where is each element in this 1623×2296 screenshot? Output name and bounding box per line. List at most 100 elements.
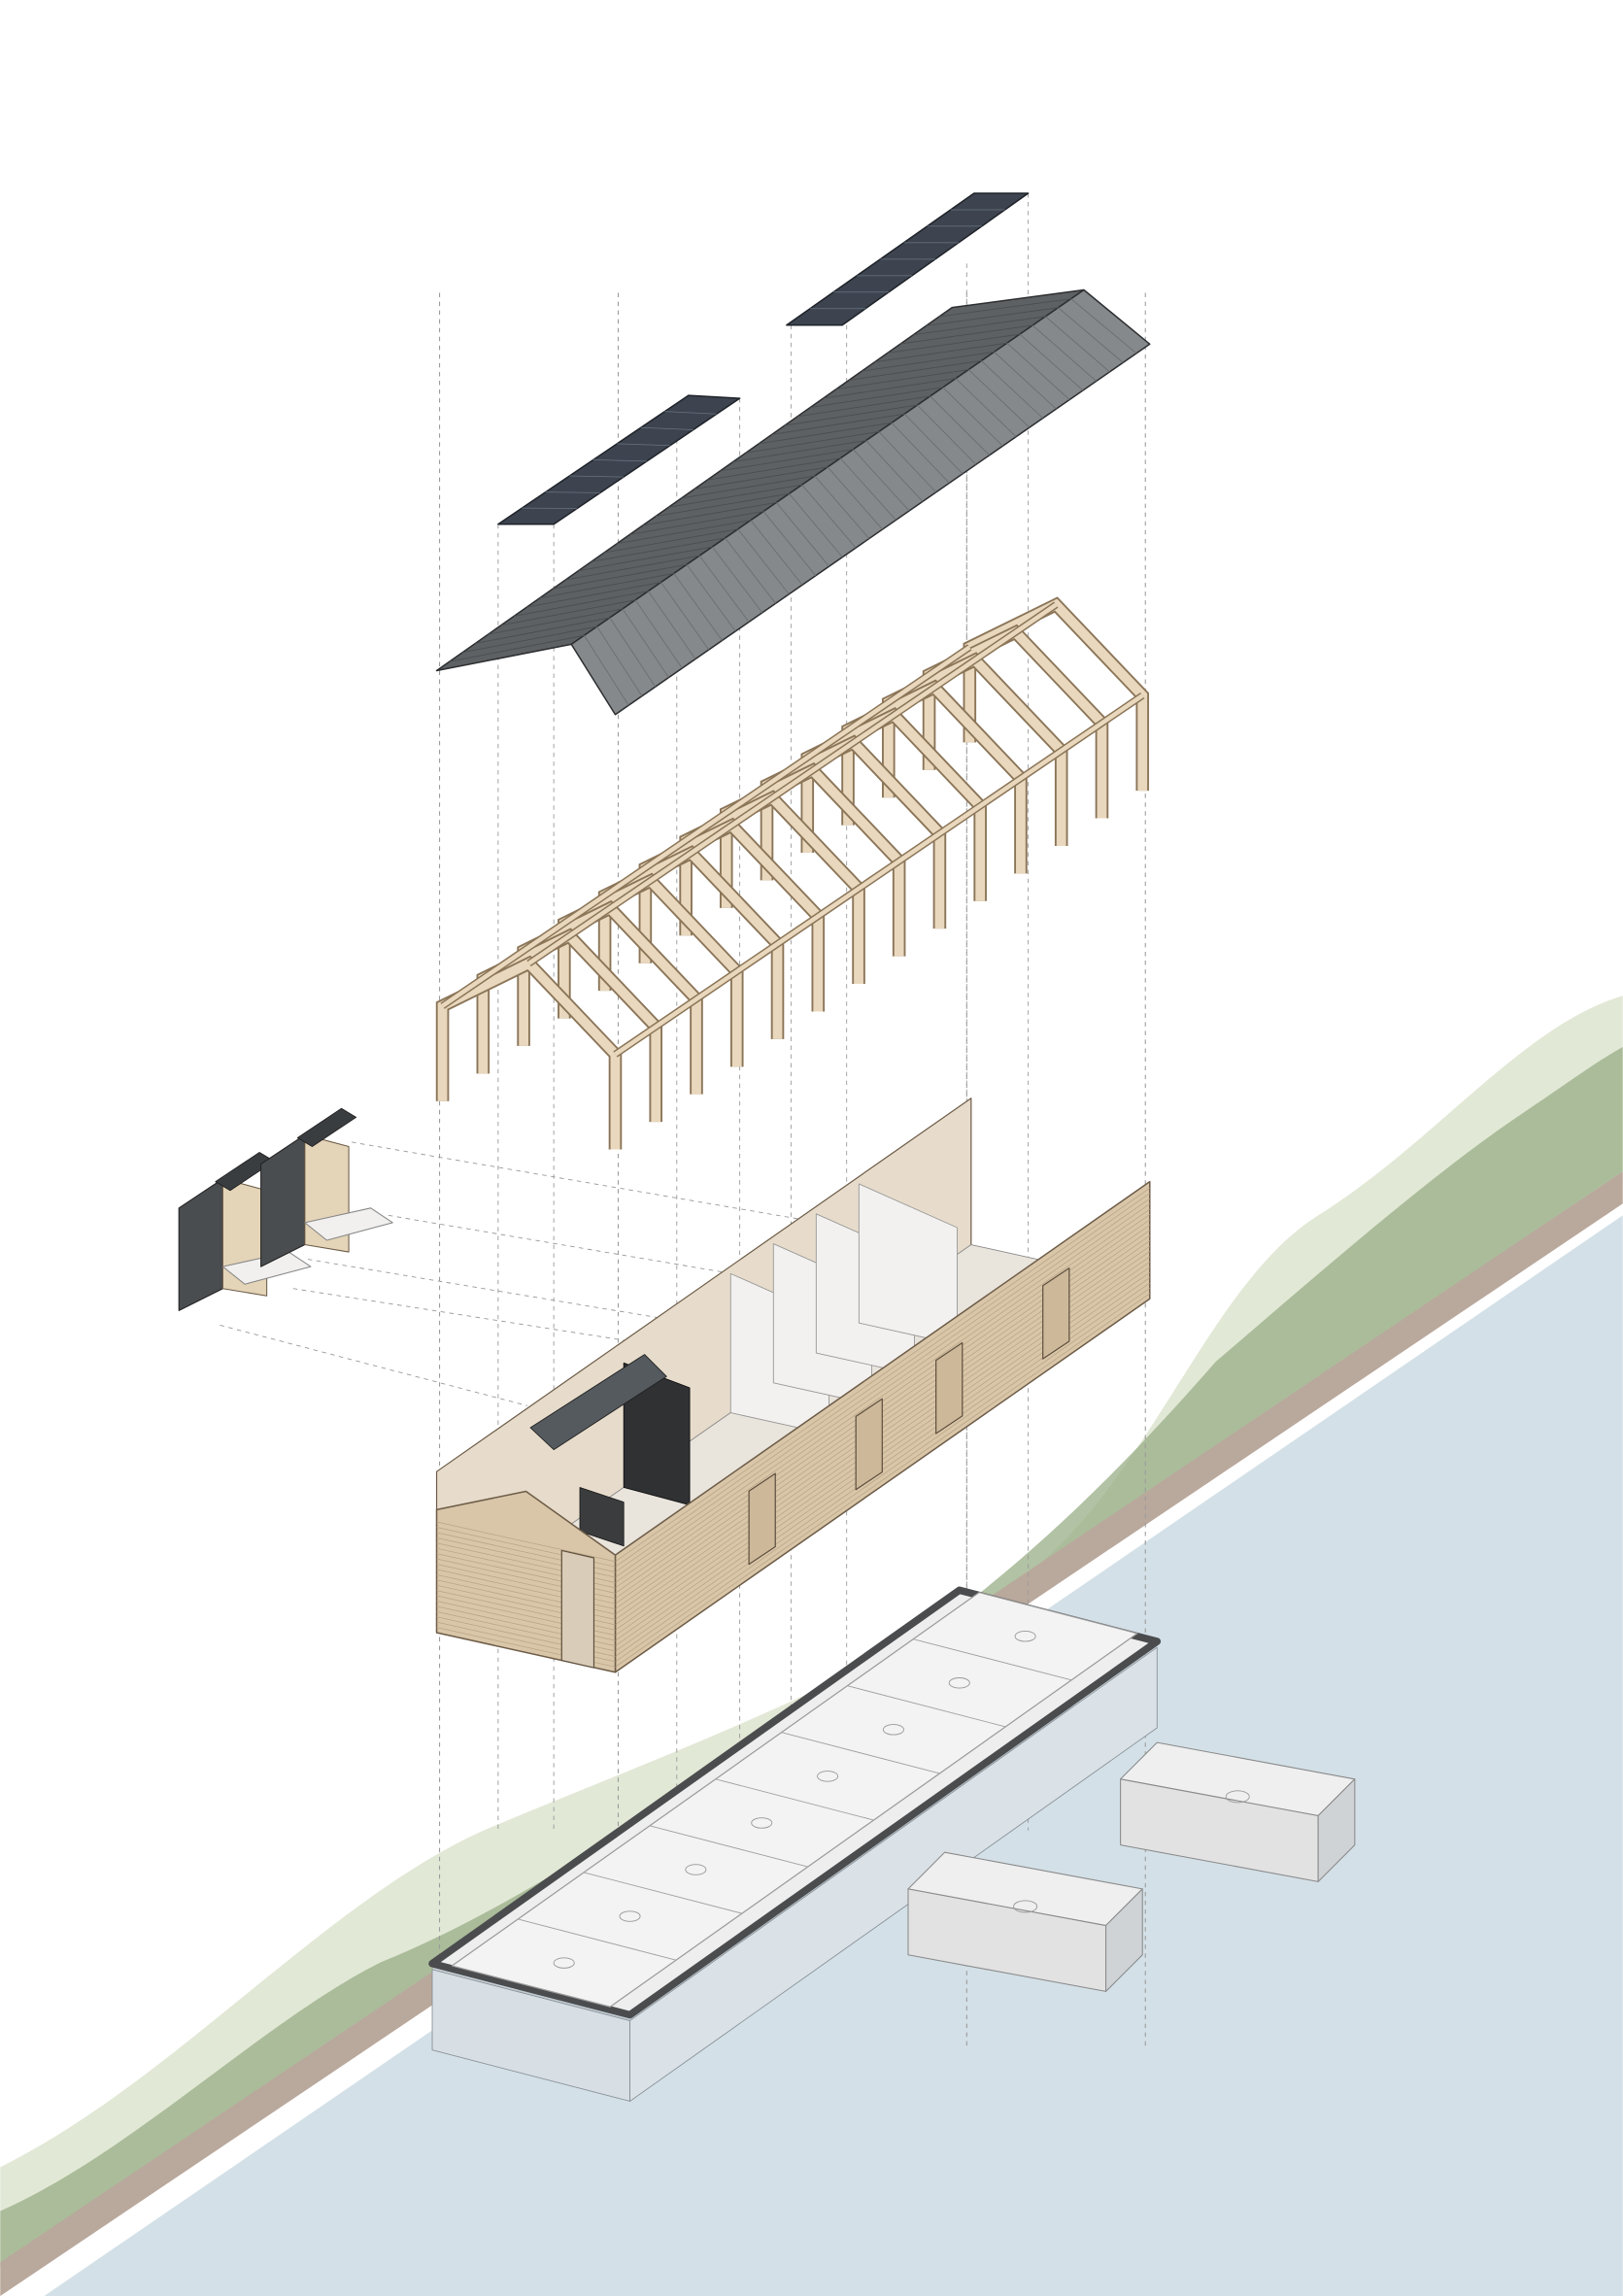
float-hatch [1014,1630,1036,1642]
roof-seam [514,591,649,617]
cladding-line [615,1198,1150,1572]
roof-seam [994,352,1057,410]
roof-seam [603,528,738,554]
attached-pod [529,1354,667,1451]
kitchen-counter [579,1487,625,1547]
roof-seam [903,413,964,475]
roof-seam [617,520,752,545]
roof-seam [887,333,1021,354]
roof-seam [865,440,924,502]
roof-seam [591,537,726,562]
roof-seam [823,378,957,399]
cladding-line [436,1521,616,1563]
window-opening [935,1341,964,1435]
roof-seam [609,617,657,688]
roof-seam [827,466,883,530]
roof-seam [656,492,790,518]
deck-panel-seam [583,1872,742,1914]
solar-cell-line [545,491,601,493]
roof-seam [1031,324,1098,382]
hedge-vegetation [0,1046,1623,2267]
roof-seam [745,431,879,454]
pod-bed [304,1207,393,1241]
deck-panel-seam [913,1638,1072,1681]
float-hatch [817,1771,839,1782]
roof-seam [488,608,624,635]
roof-seam [565,555,700,581]
cladding-line [615,1193,1150,1568]
roof-seam [500,599,636,626]
roof-seam [642,501,777,526]
pod-roof [296,1107,357,1147]
roof-seam [634,599,683,669]
cladding-line [615,1203,1150,1578]
float-hatch [1225,1790,1250,1804]
roof-seam [874,342,1007,363]
roof-seam [1019,333,1084,391]
roof-seam [681,475,815,499]
roof-seam [732,440,866,462]
roof-seam [622,608,669,678]
roof-seam [849,360,982,381]
roof-seam [917,404,977,465]
roof-seam [810,387,943,408]
pod-guide-line [388,1214,821,1290]
roof-seam [584,635,629,706]
deck-panel-seam [847,1685,1006,1728]
roof-seam [698,555,750,623]
float-hatch [685,1864,707,1875]
solar-cell-line [617,443,670,447]
roof-seam [737,528,790,595]
roof-front-plane [570,288,1151,716]
cladding-line [615,1293,1150,1668]
float-hatch [553,1957,575,1969]
deck-panel-seam [715,1778,874,1821]
roof-seam [629,511,764,535]
roof-seam [796,395,930,418]
roof-seam [648,591,696,659]
roof-seam [552,563,688,590]
roof-seam [814,475,870,539]
roof-seam [913,316,1046,336]
roof-seam [930,395,990,456]
roof-seam [801,484,857,549]
roof-seam [900,324,1033,345]
roof-seam [526,582,661,608]
purlin [441,645,971,1008]
pontoon-base [428,1586,1356,2102]
roof-seam [759,422,893,445]
roof-seam [660,582,710,651]
roof-seam [673,573,723,641]
roof-seam [878,431,936,493]
solar-panels [497,192,1030,525]
deck-panel-seam [518,1918,677,1961]
roof-seam [926,307,1059,326]
entrance-door [560,1549,595,1669]
roof-seam [686,564,736,632]
roof [435,288,1151,716]
roof-seam [711,546,763,614]
window-opening [1042,1267,1070,1360]
roof-seam [853,449,910,512]
roof-seam [862,351,995,372]
roof-seam [707,457,841,481]
roof-seam [720,449,854,472]
float-hatch [619,1910,641,1922]
float-hatch [882,1724,904,1736]
roof-seam [771,413,905,435]
cladding-line [615,1288,1150,1663]
pod-guide-line [352,1141,821,1224]
roof-seam [725,537,776,604]
roof-seam [1006,342,1070,400]
purlin [527,602,1058,965]
solar-cell-line [569,475,624,478]
pontoon-hull-side [629,1646,1158,2102]
roof-seam [955,378,1017,437]
roof-seam [938,298,1071,318]
roof-seam [668,484,802,508]
float-module-side [1317,1778,1356,1882]
float-hatch [1013,1900,1038,1913]
cladding-line [615,1188,1150,1563]
pod-dark-shell [178,1178,223,1311]
